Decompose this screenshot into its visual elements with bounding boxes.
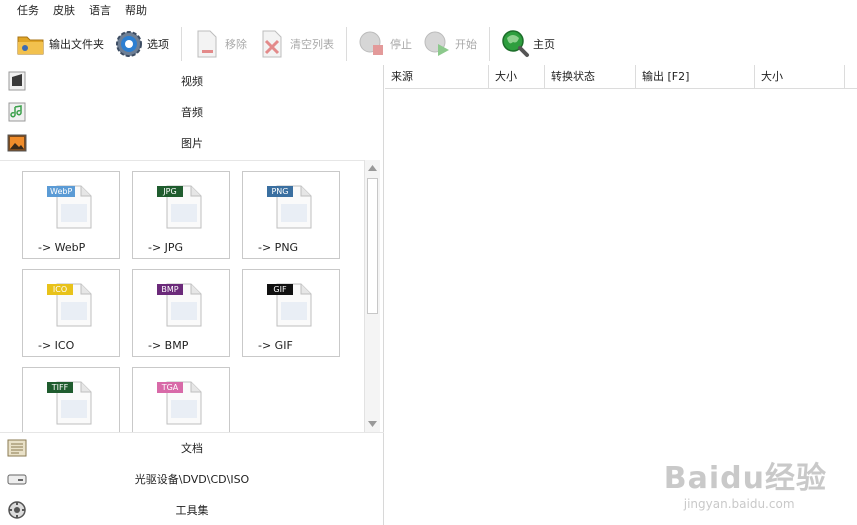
document-icon	[6, 437, 28, 459]
category-panel: 视频 音频 图片 WebP -> WebP JPG -> JPG PNG -> PNG IC…	[0, 65, 384, 525]
scroll-up-icon[interactable]	[365, 160, 380, 176]
clear-list-icon	[257, 29, 287, 59]
format-tile-tiff[interactable]: TIFF	[22, 367, 120, 432]
format-tile-label: -> PNG	[258, 241, 299, 254]
start-icon	[422, 29, 452, 59]
format-tile-label: -> BMP	[148, 339, 189, 352]
gear-icon	[114, 29, 144, 59]
menu-bar: 任务 皮肤 语言 帮助	[0, 0, 857, 22]
toolset-icon	[6, 499, 28, 521]
stop-button[interactable]: 停止	[353, 26, 416, 62]
format-badge: TGA	[157, 382, 183, 393]
table-header: 来源 大小 转换状态 输出 [F2] 大小	[385, 65, 857, 89]
column-output-size[interactable]: 大小	[755, 65, 845, 89]
format-tile-label: -> ICO	[38, 339, 75, 352]
category-toolset[interactable]: 工具集	[0, 494, 384, 525]
format-tile-ico[interactable]: ICO -> ICO	[22, 269, 120, 357]
menu-help[interactable]: 帮助	[125, 4, 147, 17]
output-folder-button[interactable]: 输出文件夹	[12, 26, 108, 62]
column-output[interactable]: 输出 [F2]	[636, 65, 755, 89]
format-badge: JPG	[157, 186, 183, 197]
image-format-grid: WebP -> WebP JPG -> JPG PNG -> PNG ICO -> ICO BM…	[0, 160, 364, 432]
remove-file-icon	[192, 29, 222, 59]
format-badge: GIF	[267, 284, 293, 295]
home-search-icon	[500, 29, 530, 59]
format-tile-jpg[interactable]: JPG -> JPG	[132, 171, 230, 259]
column-source[interactable]: 来源	[385, 65, 489, 89]
remove-button[interactable]: 移除	[188, 26, 251, 62]
format-badge: BMP	[157, 284, 183, 295]
stop-icon	[357, 29, 387, 59]
category-image[interactable]: 图片	[0, 127, 384, 158]
format-tile-label: -> GIF	[258, 339, 293, 352]
category-audio[interactable]: 音频	[0, 96, 384, 127]
folder-icon	[16, 29, 46, 59]
format-tile-png[interactable]: PNG -> PNG	[242, 171, 340, 259]
audio-icon	[6, 101, 28, 123]
scrollbar[interactable]	[364, 160, 380, 432]
image-icon	[6, 132, 28, 154]
menu-language[interactable]: 语言	[89, 4, 111, 17]
scrollbar-thumb[interactable]	[367, 178, 378, 314]
format-tile-tga[interactable]: TGA	[132, 367, 230, 432]
format-tile-webp[interactable]: WebP -> WebP	[22, 171, 120, 259]
category-optical-drive[interactable]: 光驱设备\DVD\CD\ISO	[0, 463, 384, 494]
options-button[interactable]: 选项	[110, 26, 173, 62]
home-button[interactable]: 主页	[496, 26, 559, 62]
start-button[interactable]: 开始	[418, 26, 481, 62]
format-badge: PNG	[267, 186, 293, 197]
toolbar: 输出文件夹 选项 移除 清空列表	[0, 22, 857, 65]
category-document[interactable]: 文档	[0, 432, 384, 463]
task-list: 来源 大小 转换状态 输出 [F2] 大小	[385, 65, 857, 525]
scroll-down-icon[interactable]	[365, 416, 380, 432]
format-tile-label: -> WebP	[38, 241, 86, 254]
video-icon	[6, 70, 28, 92]
toolbar-separator	[181, 26, 182, 61]
menu-skin[interactable]: 皮肤	[53, 4, 75, 17]
format-badge: WebP	[47, 186, 76, 197]
category-video[interactable]: 视频	[0, 65, 384, 96]
format-badge: ICO	[47, 284, 73, 295]
menu-task[interactable]: 任务	[17, 4, 39, 17]
format-tile-gif[interactable]: GIF -> GIF	[242, 269, 340, 357]
toolbar-separator	[346, 26, 347, 61]
format-tile-label: -> JPG	[148, 241, 184, 254]
column-size[interactable]: 大小	[489, 65, 545, 89]
drive-icon	[6, 468, 28, 490]
column-status[interactable]: 转换状态	[545, 65, 636, 89]
format-badge: TIFF	[47, 382, 73, 393]
clear-list-button[interactable]: 清空列表	[253, 26, 338, 62]
format-tile-bmp[interactable]: BMP -> BMP	[132, 269, 230, 357]
toolbar-separator	[489, 26, 490, 61]
